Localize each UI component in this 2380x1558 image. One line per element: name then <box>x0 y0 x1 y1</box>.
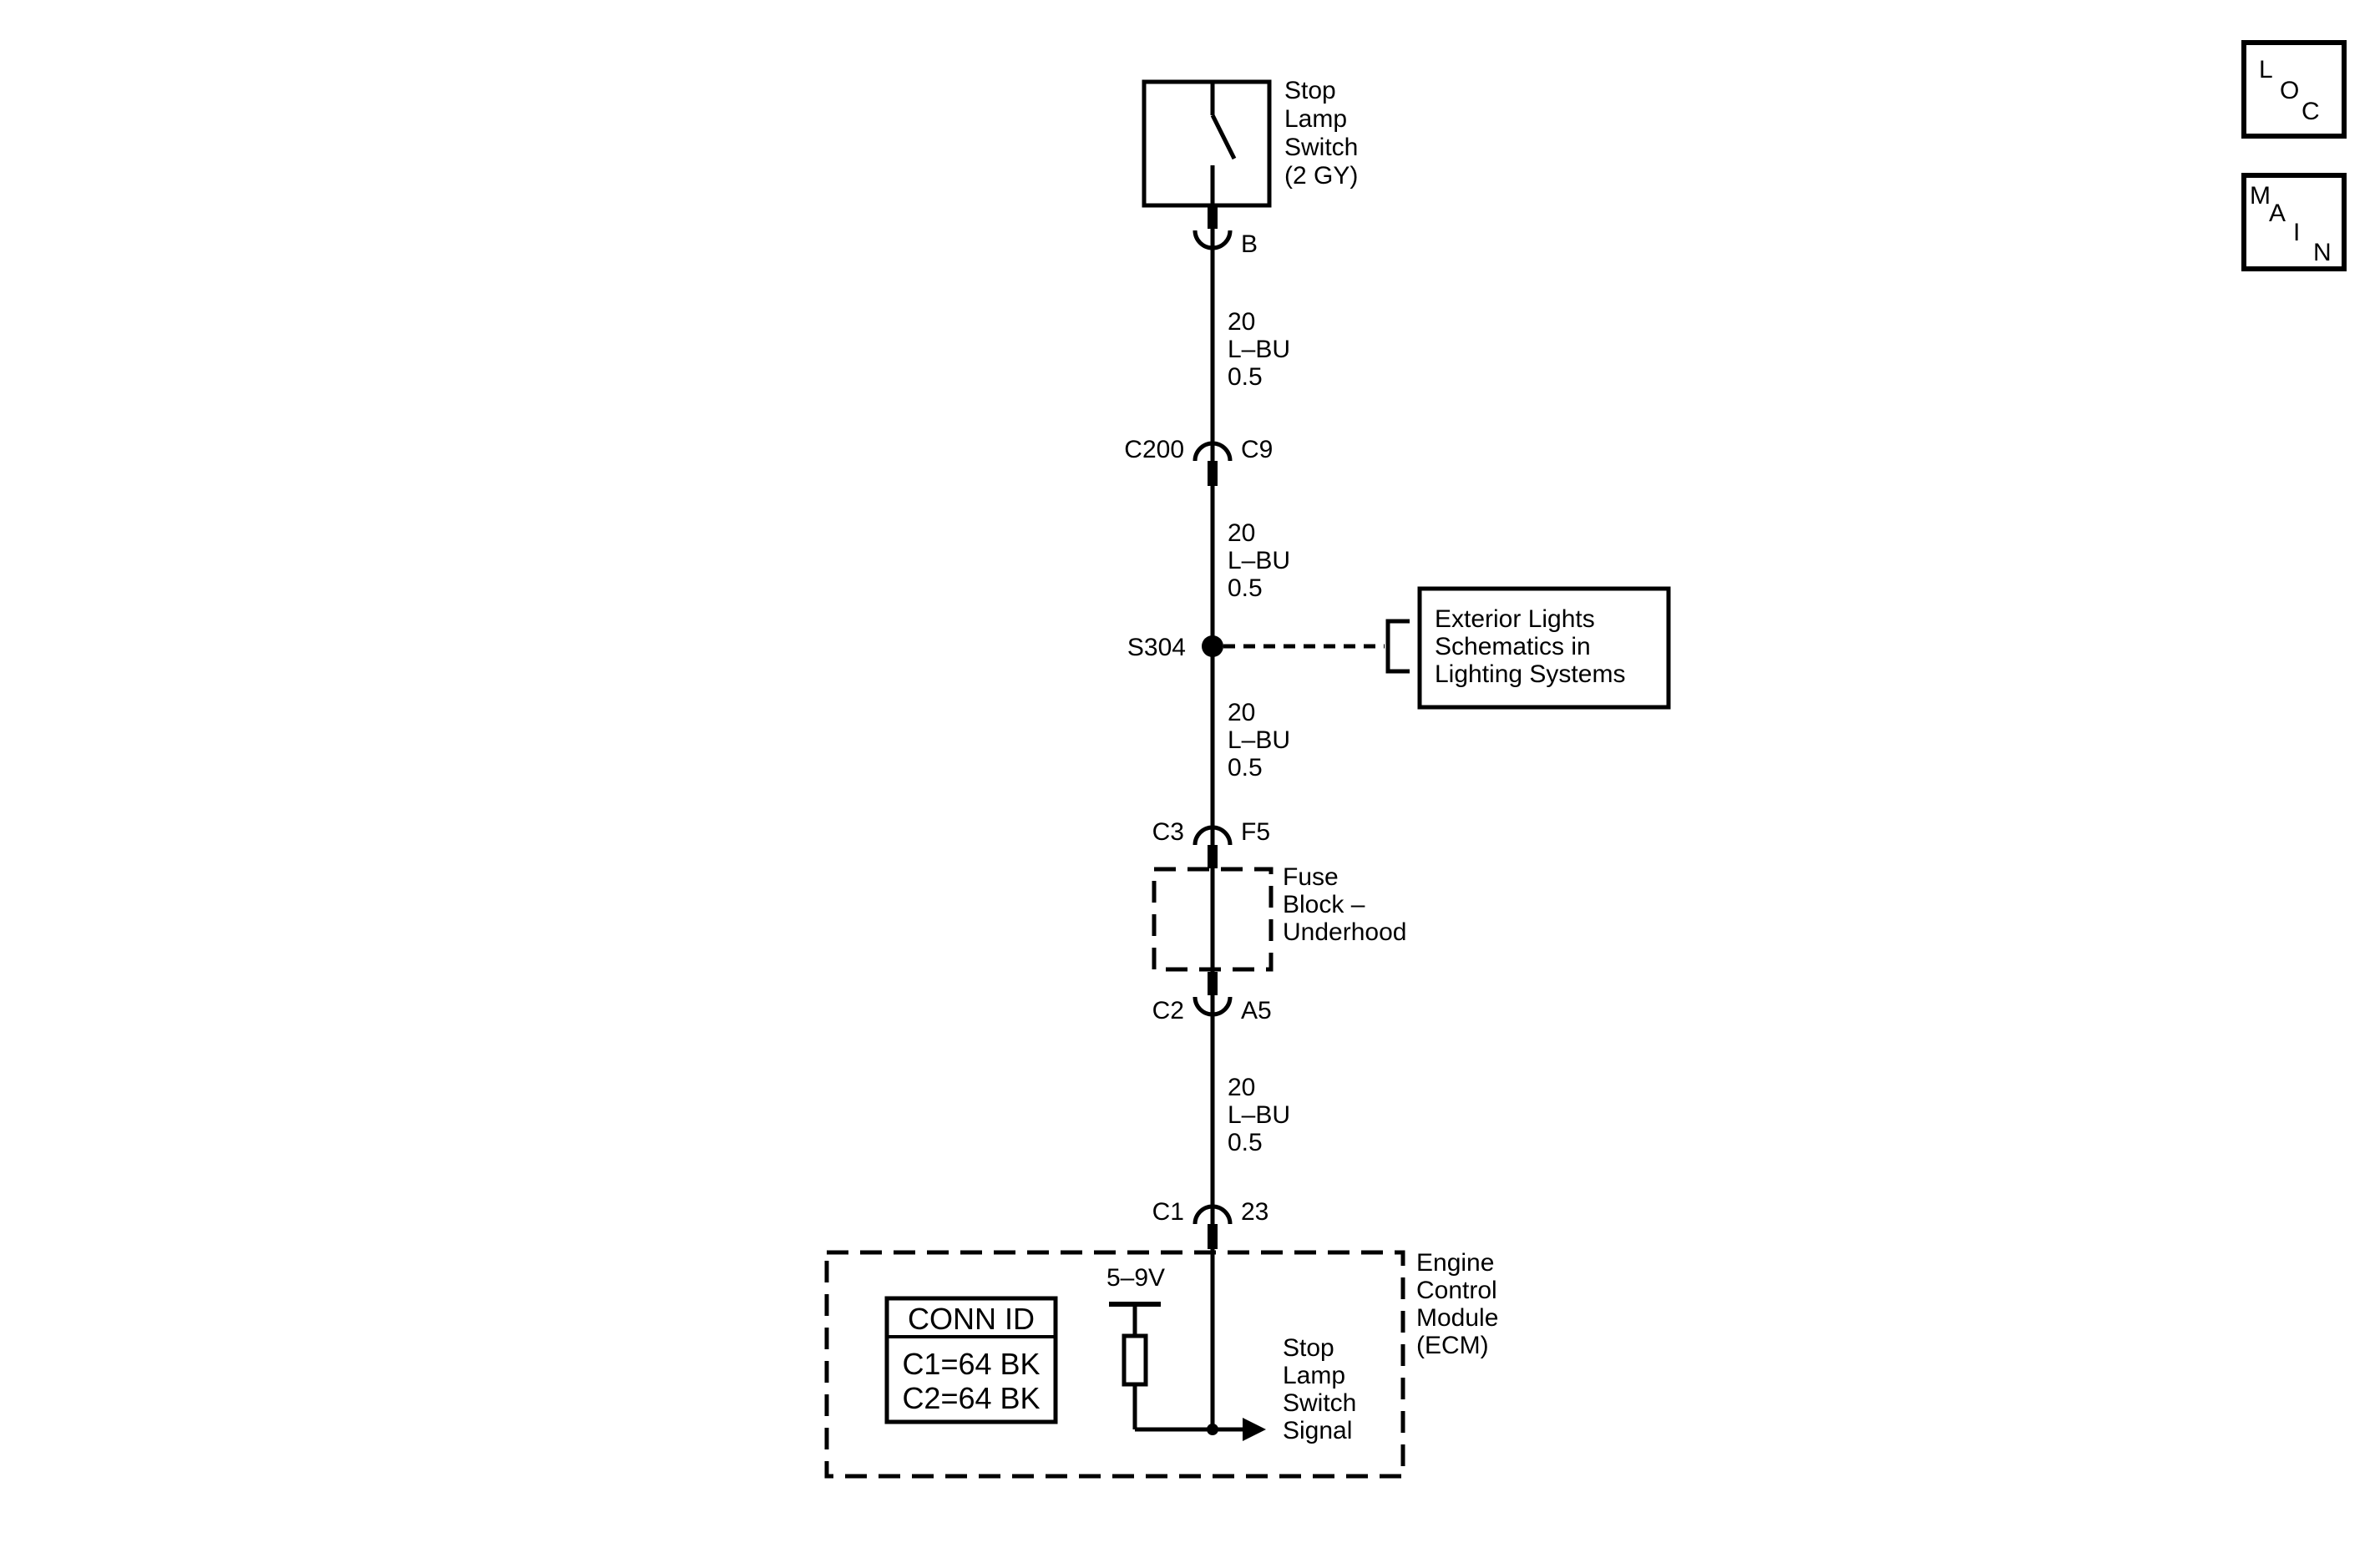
main-letter-a: A <box>2269 200 2286 227</box>
loc-letter-c: C <box>2302 98 2320 125</box>
signal-arrow-icon <box>1243 1418 1266 1441</box>
main-button[interactable]: M A I N <box>2241 173 2347 271</box>
connector-c2: C2 A5 <box>1152 972 1272 1024</box>
connector-c1-pin: 23 <box>1241 1198 1268 1226</box>
conn-id-table: CONN ID C1=64 BK C2=64 BK <box>884 1296 1058 1424</box>
main-letter-n: N <box>2313 239 2332 266</box>
signal-label: Stop Lamp Switch Signal <box>1283 1334 1364 1444</box>
loc-letter-o: O <box>2280 77 2299 104</box>
switch-contact-arm <box>1210 114 1237 160</box>
wire-label-4: 20 L–BU 0.5 <box>1228 1074 1297 1156</box>
loc-letter-l: L <box>2259 56 2273 83</box>
stop-lamp-switch: Stop Lamp Switch (2 GY) <box>1142 77 1365 208</box>
connector-c3: C3 F5 <box>1152 818 1270 868</box>
wire-label-1: 20 L–BU 0.5 <box>1228 308 1297 391</box>
connector-switch-pin-b: B <box>1193 205 1258 258</box>
fuse-block-underhood: Fuse Block – Underhood <box>1152 863 1406 972</box>
connector-c1: C1 23 <box>1152 1198 1268 1249</box>
exterior-lights-reference[interactable]: Exterior Lights Schematics in Lighting S… <box>1417 586 1671 710</box>
pull-up-resistor <box>1122 1333 1148 1387</box>
connector-c200-name: C200 <box>1124 436 1184 463</box>
connector-c3-pin: F5 <box>1241 818 1270 846</box>
connector-c1-name: C1 <box>1152 1198 1184 1226</box>
ecm-voltage-label: 5–9V <box>1106 1264 1165 1292</box>
exterior-lights-reference-label: Exterior Lights Schematics in Lighting S… <box>1435 605 1625 688</box>
conn-id-row-c1: C1=64 BK <box>902 1347 1040 1381</box>
signal-junction <box>1207 1424 1218 1435</box>
wire-label-2: 20 L–BU 0.5 <box>1228 519 1297 602</box>
connector-c200-pin: C9 <box>1241 436 1273 463</box>
connector-c3-name: C3 <box>1152 818 1184 846</box>
connector-pin-b: B <box>1241 230 1258 258</box>
connector-c2-pin: A5 <box>1241 997 1272 1024</box>
main-letter-m: M <box>2250 182 2271 210</box>
ecm-label: Engine Control Module (ECM) <box>1416 1249 1506 1359</box>
main-letter-i: I <box>2293 219 2300 246</box>
conn-id-row-c2: C2=64 BK <box>902 1381 1040 1415</box>
connector-c200: C200 C9 <box>1124 436 1273 486</box>
reference-bracket <box>1385 619 1410 674</box>
loc-button[interactable]: L O C <box>2241 40 2347 139</box>
splice-s304-label: S304 <box>1127 634 1186 661</box>
engine-control-module: Engine Control Module (ECM) 5–9V Stop La… <box>824 1249 1506 1479</box>
fuse-block-label: Fuse Block – Underhood <box>1283 863 1406 946</box>
conn-id-header: CONN ID <box>908 1302 1035 1336</box>
splice-s304: S304 <box>1127 619 1410 674</box>
stop-lamp-switch-label: Stop Lamp Switch (2 GY) <box>1284 77 1365 190</box>
connector-c2-name: C2 <box>1152 997 1184 1024</box>
wire-label-3: 20 L–BU 0.5 <box>1228 699 1297 782</box>
